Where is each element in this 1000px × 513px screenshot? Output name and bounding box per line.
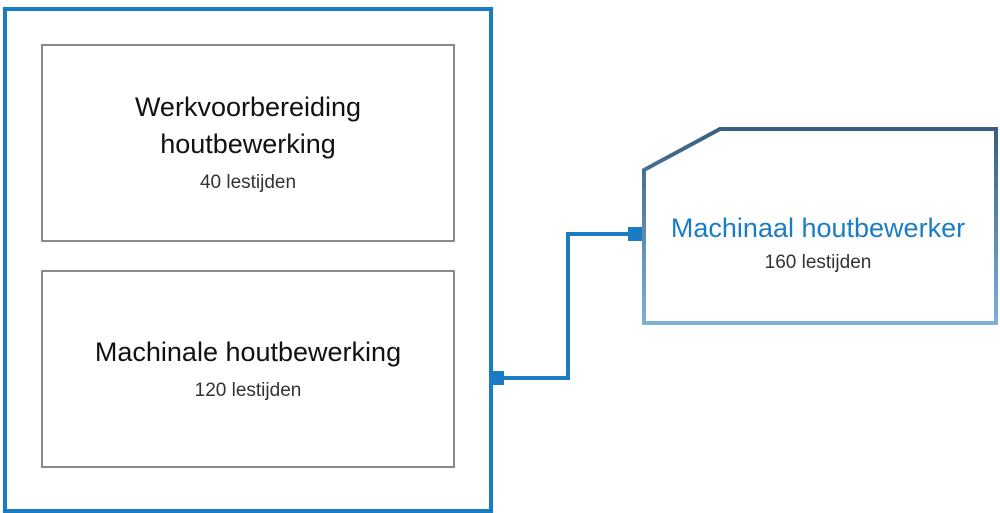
module-title: Machinale houtbewerking: [94, 336, 402, 367]
module-group-frame: [3, 7, 493, 513]
module-hours: 120 lestijden: [194, 379, 302, 401]
module-title: Werkvoorbereiding houtbewerking: [134, 92, 362, 159]
connector-anchor-right: [628, 227, 642, 241]
qualification-label: Machinaal houtbewerker 160 lestijden: [643, 168, 993, 318]
module-box-machinale: Machinale houtbewerking 120 lestijden: [41, 270, 455, 468]
module-hours: 40 lestijden: [199, 172, 297, 193]
connector-anchor-left: [490, 371, 504, 385]
module-box-werkvoorbereiding: Werkvoorbereiding houtbewerking 40 lesti…: [41, 44, 455, 242]
qualification-title: Machinaal houtbewerker: [670, 212, 966, 243]
qualification-hours: 160 lestijden: [764, 251, 872, 273]
connector-line: [498, 232, 634, 380]
qualification-box: [642, 127, 998, 325]
